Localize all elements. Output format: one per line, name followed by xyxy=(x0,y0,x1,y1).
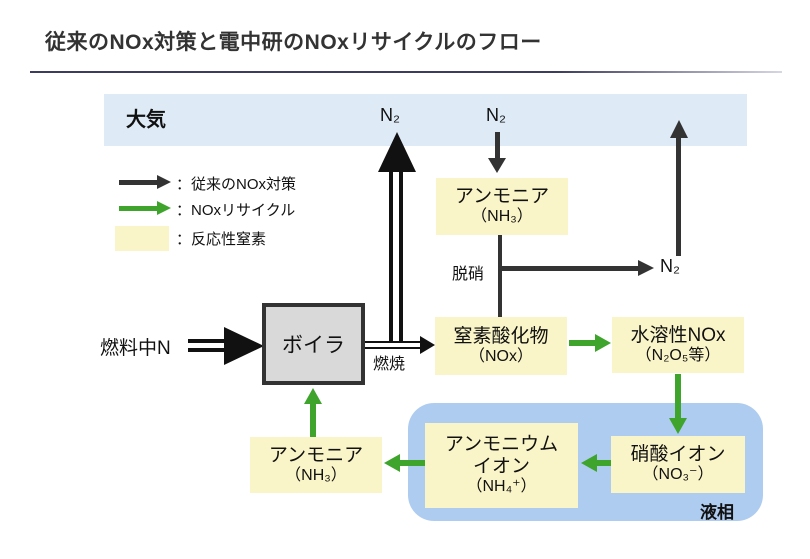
ammonia-to-nox-line xyxy=(498,235,502,317)
legend-yellow-swatch-icon xyxy=(115,226,169,251)
ammonia-to-boiler-arrowhead-icon xyxy=(304,388,322,404)
combustion-pipe xyxy=(365,341,421,349)
n2-denitration-label: N₂ xyxy=(660,256,680,276)
legend-green-arrow-icon xyxy=(119,206,157,211)
node-boiler-label: ボイラ xyxy=(282,334,345,357)
legend-black-arrowhead-icon xyxy=(157,175,171,189)
legend-item-conventional: ：従来のNOx対策 xyxy=(176,176,297,193)
n2-return-arrow-shaft xyxy=(676,138,681,256)
soluble-to-nitrate-arrow-shaft xyxy=(675,374,681,419)
legend-black-arrow-icon xyxy=(119,180,157,185)
node-ammonia-bottom: アンモニア （NH₃） xyxy=(250,437,382,493)
ammonium-to-ammonia-arrow-shaft xyxy=(400,460,425,466)
node-nox-formula: （NOx） xyxy=(468,347,533,365)
nox-to-soluble-arrowhead-icon xyxy=(595,334,611,352)
node-nitrate-ion-formula: （NO₃⁻） xyxy=(642,466,714,484)
exhaust-up-arrowhead-icon xyxy=(378,132,416,172)
node-nox: 窒素酸化物 （NOx） xyxy=(435,317,567,375)
liquid-phase-label: 液相 xyxy=(700,503,734,522)
n2-to-ammonia-arrow-shaft xyxy=(495,132,500,158)
ammonium-to-ammonia-arrowhead-icon xyxy=(384,454,400,472)
atmosphere-band xyxy=(104,94,747,146)
n2-to-ammonia-arrowhead-icon xyxy=(488,158,506,173)
combustion-label: 燃焼 xyxy=(373,356,406,373)
exhaust-up-arrow-shaft xyxy=(389,171,403,348)
title-divider xyxy=(30,71,782,73)
node-ammonium-ion-formula: （NH₄⁺） xyxy=(466,478,537,496)
node-ammonia-top-formula: （NH₃） xyxy=(471,208,533,226)
node-ammonia-top-name: アンモニア xyxy=(454,186,550,208)
combustion-pipe-arrowhead-icon xyxy=(420,336,435,354)
fuel-arrow-shaft xyxy=(188,339,224,352)
node-ammonium-ion-name1: アンモニウム xyxy=(444,434,559,456)
fuel-nitrogen-label: 燃料中N xyxy=(100,338,171,359)
denitration-arrow-shaft xyxy=(502,266,638,271)
page-title: 従来のNOx対策と電中研のNOxリサイクルのフロー xyxy=(45,31,542,54)
atmosphere-label: 大気 xyxy=(126,109,166,131)
legend-green-arrowhead-icon xyxy=(157,201,171,215)
node-ammonium-ion: アンモニウム イオン （NH₄⁺） xyxy=(425,423,578,508)
ammonia-to-boiler-arrow-shaft xyxy=(310,404,316,437)
node-soluble-nox: 水溶性NOx （N₂O₅等） xyxy=(612,317,744,373)
legend-item-recycle: ：NOxリサイクル xyxy=(176,202,296,219)
node-ammonium-ion-name2: イオン xyxy=(472,456,530,478)
node-nox-name: 窒素酸化物 xyxy=(453,325,549,347)
soluble-to-nitrate-arrowhead-icon xyxy=(669,418,687,434)
denitration-label: 脱硝 xyxy=(452,266,485,283)
node-boiler: ボイラ xyxy=(262,303,365,385)
node-ammonia-bottom-formula: （NH₃） xyxy=(285,466,347,484)
n2-return-arrowhead-icon xyxy=(670,120,688,138)
n2-fixation-label: N₂ xyxy=(486,105,506,125)
node-nitrate-ion-name: 硝酸イオン xyxy=(630,444,726,466)
n2-exhaust-label: N₂ xyxy=(380,105,400,125)
node-soluble-nox-formula: （N₂O₅等） xyxy=(635,346,721,364)
node-soluble-nox-name: 水溶性NOx xyxy=(630,324,726,346)
denitration-arrowhead-icon xyxy=(638,260,654,276)
node-nitrate-ion: 硝酸イオン （NO₃⁻） xyxy=(611,436,745,493)
node-ammonia-top: アンモニア （NH₃） xyxy=(436,178,568,235)
nox-to-soluble-arrow-shaft xyxy=(569,340,596,346)
legend-item-reactive-nitrogen: ：反応性窒素 xyxy=(176,231,267,248)
nitrate-to-ammonium-arrowhead-icon xyxy=(581,454,597,472)
nitrate-to-ammonium-arrow-shaft xyxy=(597,460,611,466)
fuel-arrowhead-icon xyxy=(224,327,264,365)
node-ammonia-bottom-name: アンモニア xyxy=(268,444,364,466)
